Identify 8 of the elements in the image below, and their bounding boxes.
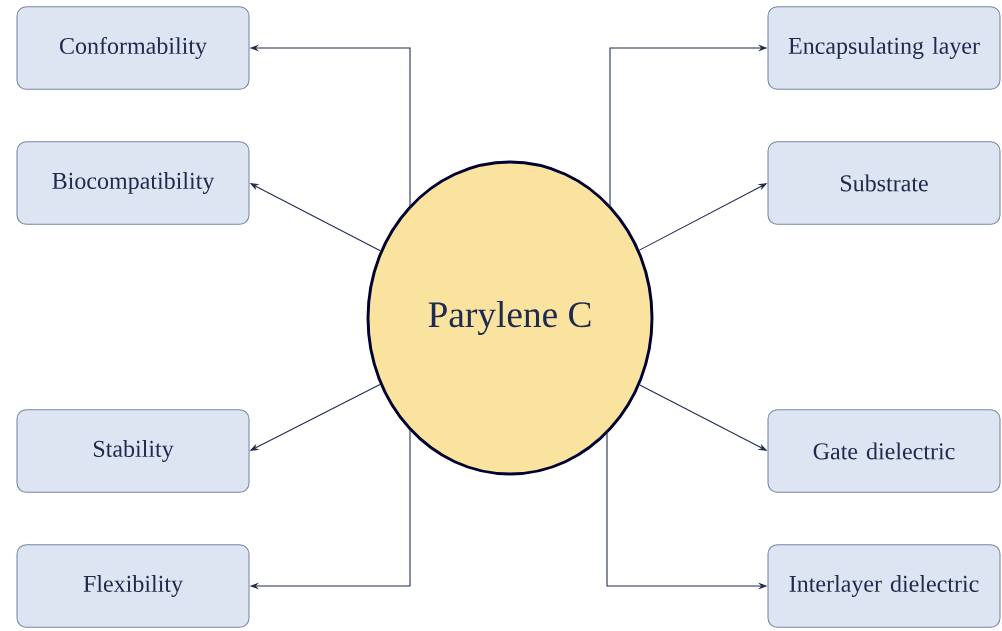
text-box: Substrate xyxy=(767,141,1001,225)
text-box: Interlayer dielectric xyxy=(767,544,1001,628)
text-box: Stability xyxy=(16,409,250,493)
text-box: Flexibility xyxy=(16,544,250,628)
text-box: Conformability xyxy=(16,6,250,90)
text-box: Encapsulating layer xyxy=(767,6,1001,90)
text-box: Biocompatibility xyxy=(16,141,250,225)
text-box: Gate dielectric xyxy=(767,409,1001,493)
